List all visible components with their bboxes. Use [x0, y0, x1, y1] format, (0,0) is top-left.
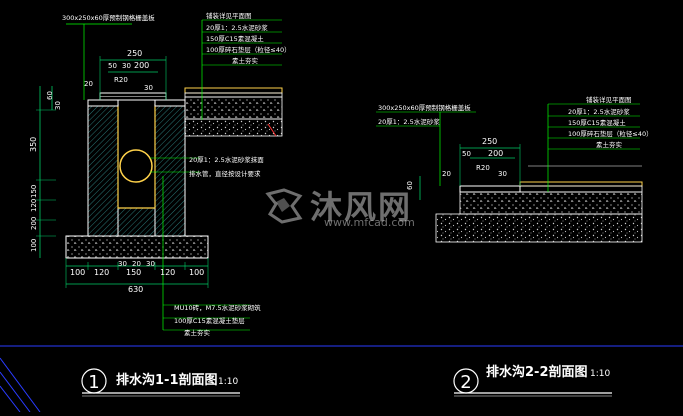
- section1-concrete-layer: [184, 96, 283, 120]
- section1-title: 排水沟1-1剖面图: [116, 372, 218, 388]
- section1-inner-render: [117, 104, 156, 209]
- section2-spec-top: 300x250x60厚预制钢格栅盖板: [378, 103, 471, 112]
- section1-left-wall: [87, 103, 119, 237]
- section1-side-350: 350: [29, 137, 38, 152]
- section1-bot-100b: 100: [189, 268, 204, 277]
- section2-dim-250: 250: [482, 137, 497, 146]
- section1-title-block: 1 排水沟1-1剖面图 1:10: [81, 368, 240, 397]
- section2-labels: 300x250x60厚预制钢格栅盖板 20厚1：2.5水泥砂浆 铺装详见平面图 …: [378, 95, 653, 149]
- section1-right-wall: [154, 103, 186, 237]
- section1-title-number: 1: [88, 372, 99, 393]
- section1-layer-mortar: 20厚1：2.5水泥砂浆: [206, 23, 268, 32]
- section1-base-slab: [65, 235, 209, 259]
- section2-layer-mortar-left: 20厚1：2.5水泥砂浆: [378, 117, 440, 126]
- section1-side-200: 200: [30, 217, 38, 230]
- section1-layer-soil: 素土夯实: [232, 56, 259, 65]
- section1-side-60: 60: [46, 91, 54, 100]
- watermark: 沐风网 www.mfcad.com: [262, 186, 415, 230]
- section1-drawing: [36, 19, 283, 331]
- section1-bot-120b: 120: [160, 268, 175, 277]
- section1-note-brick: MU10砖，M7.5水泥砂浆砌筑: [174, 303, 261, 312]
- section2-title: 排水沟2-2剖面图: [486, 364, 588, 380]
- section1-labels: 300x250x60厚预制钢格栅盖板 铺装详见平面图 20厚1：2.5水泥砂浆 …: [62, 11, 291, 337]
- section2-paving-finish: [519, 181, 643, 187]
- section1-dim-200: 200: [134, 61, 149, 70]
- section2-gravel-layer: [435, 213, 643, 243]
- section2-grate: [459, 185, 521, 193]
- section1-inner-pipe: 排水管，直径按设计要求: [189, 169, 261, 178]
- section2-dim-20: 20: [442, 170, 451, 178]
- watermark-url: www.mfcad.com: [324, 216, 415, 229]
- section1-dim-20: 20: [84, 80, 93, 88]
- section2-dim-labels: 250 200 50 R20 30 20 60: [406, 137, 507, 190]
- section1-layers-header: 铺装详见平面图: [206, 11, 252, 20]
- section2-scale: 1:10: [590, 369, 610, 379]
- section2-layer-mortar: 20厚1：2.5水泥砂浆: [568, 107, 630, 116]
- section2-dim-r20: R20: [476, 164, 490, 172]
- section1-side-100: 100: [30, 239, 38, 252]
- section1-dim-r20: R20: [114, 76, 128, 84]
- section1-dim-250: 250: [127, 49, 142, 58]
- section2-concrete-layer: [459, 191, 643, 215]
- section1-note-base: 100厚C15素混凝土垫层: [174, 316, 245, 325]
- section2-layer-soil: 素土夯实: [596, 140, 623, 149]
- section1-dim-50: 50: [108, 62, 117, 70]
- section1-scale: 1:10: [218, 377, 238, 387]
- section2-layer-concrete: 150厚C15素混凝土: [568, 118, 626, 127]
- section1-bot-total: 630: [128, 285, 143, 294]
- section2-dim-50: 50: [462, 150, 471, 158]
- section2-layer-gravel: 100厚碎石垫层（粒径≤40）: [568, 129, 653, 138]
- section1-channel-bottom: [117, 207, 156, 237]
- section1-layer-concrete: 150厚C15素混凝土: [206, 34, 264, 43]
- section1-bot-30a: 30: [118, 260, 127, 268]
- section1-side-150: 150: [30, 185, 38, 198]
- section2-title-block: 2 排水沟2-2剖面图 1:10: [453, 364, 612, 397]
- watermark-logo-icon: [265, 188, 303, 224]
- section1-side-30: 30: [54, 101, 62, 110]
- section2-layers-header: 铺装详见平面图: [586, 95, 632, 104]
- section1-dim-labels: 250 200 50 30 20 R20 30 60 30 350 150 12…: [29, 49, 204, 294]
- section1-pipe: [119, 149, 153, 183]
- section1-bot-20: 20: [132, 260, 141, 268]
- section2-title-number: 2: [460, 372, 471, 393]
- section1-bot-120a: 120: [94, 268, 109, 277]
- section1-side-120: 120: [30, 199, 38, 212]
- section1-bot-30b: 30: [146, 260, 155, 268]
- section2-side-60: 60: [406, 181, 414, 190]
- section1-spec-top: 300x250x60厚预制钢格栅盖板: [62, 13, 155, 22]
- watermark-text: 沐风网: [310, 188, 413, 226]
- section1-paving-finish: [184, 87, 283, 94]
- section1-dim-30b: 30: [144, 84, 153, 92]
- section1-note-soil: 素土夯实: [184, 328, 211, 337]
- section1-inner-mortar: 20厚1：2.5水泥砂浆抹面: [189, 155, 264, 164]
- section1-gravel-layer: [184, 118, 283, 137]
- section2-dim-200: 200: [488, 149, 503, 158]
- section1-bot-100a: 100: [70, 268, 85, 277]
- section1-dim-30a: 30: [122, 62, 131, 70]
- section1-layer-gravel: 100厚碎石垫层（粒径≤40）: [206, 45, 291, 54]
- section1-bot-150: 150: [126, 268, 141, 277]
- drawing-frame: [0, 345, 683, 413]
- section2-drawing: [376, 103, 643, 243]
- section2-dim-30: 30: [498, 170, 507, 178]
